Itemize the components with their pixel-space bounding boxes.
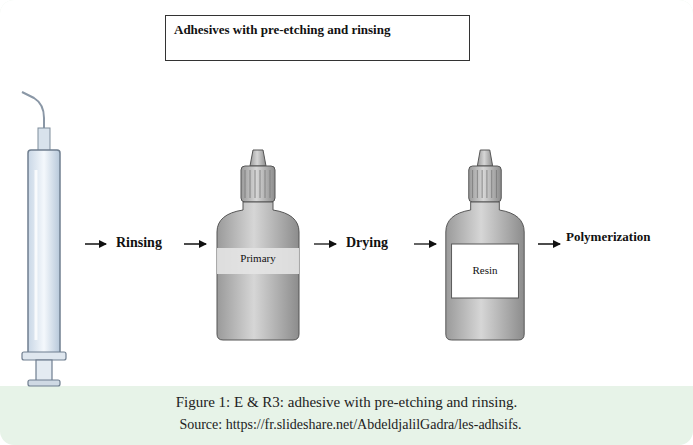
diagram-title: Adhesives with pre-etching and rinsing [174,22,390,38]
title-box: Adhesives with pre-etching and rinsing [165,15,470,61]
bottle-label: Primary [213,252,303,264]
bottle-outline [442,148,528,342]
syringe [22,92,66,386]
bottle: Primary [213,148,303,342]
step-label: Polymerization [566,229,650,245]
bottle: Resin [442,148,528,342]
source-line: Source: https://fr.slideshare.net/Abdeld… [4,417,693,433]
step-label: Drying [346,235,388,251]
bottle-label: Resin [442,264,528,276]
step-label: Rinsing [116,235,162,251]
bottle-outline [213,148,303,342]
figure-caption: Figure 1: E & R3: adhesive with pre-etch… [0,394,693,411]
